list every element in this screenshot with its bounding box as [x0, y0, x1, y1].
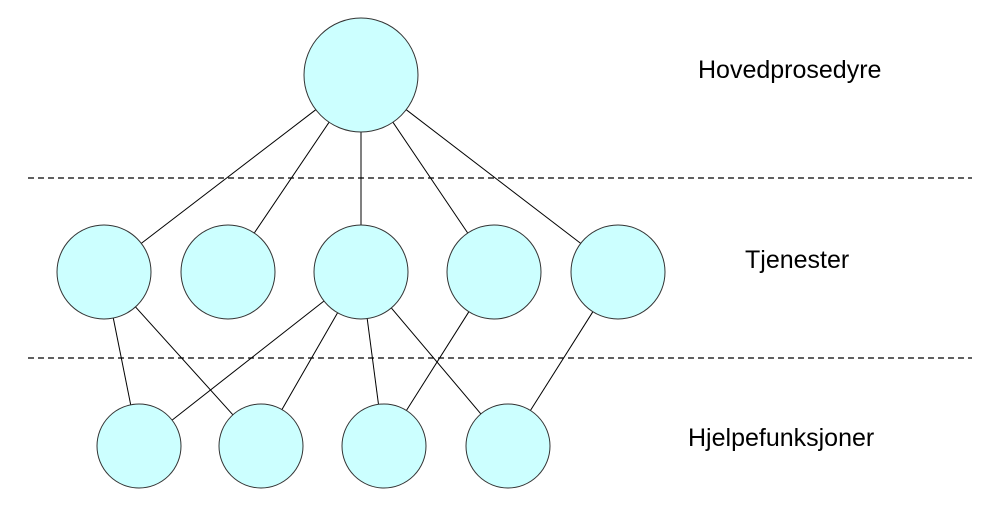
- layer-label-services: Tjenester: [745, 246, 850, 274]
- edge-services-0-to-helpers-1: [135, 306, 234, 416]
- node-helpers-3: [465, 403, 551, 489]
- edge-services-2-to-helpers-1: [281, 312, 339, 410]
- layer-separators: [28, 177, 972, 359]
- nodes-group: [56, 17, 666, 489]
- node-services-1: [180, 224, 276, 320]
- edge-main-0-to-services-0: [140, 109, 317, 244]
- node-services-4: [570, 224, 666, 320]
- node-services-3: [446, 224, 542, 320]
- node-main-0: [303, 17, 419, 133]
- edge-services-2-to-helpers-0: [171, 300, 325, 421]
- edges-group: [112, 109, 594, 421]
- edge-services-4-to-helpers-3: [529, 311, 594, 411]
- edge-services-2-to-helpers-2: [366, 318, 379, 405]
- node-services-0: [56, 224, 152, 320]
- node-helpers-2: [341, 403, 427, 489]
- node-helpers-0: [96, 403, 182, 489]
- edge-main-0-to-services-4: [405, 109, 582, 244]
- edge-main-0-to-services-1: [253, 121, 330, 234]
- edge-services-3-to-helpers-2: [405, 311, 470, 411]
- layer-label-helpers: Hjelpefunksjoner: [688, 424, 875, 452]
- edge-main-0-to-services-3: [392, 121, 469, 234]
- node-services-2: [313, 224, 409, 320]
- edge-services-0-to-helpers-0: [112, 318, 132, 405]
- edge-services-2-to-helpers-3: [390, 307, 482, 415]
- node-helpers-1: [218, 403, 304, 489]
- layer-label-main: Hovedprosedyre: [698, 56, 882, 84]
